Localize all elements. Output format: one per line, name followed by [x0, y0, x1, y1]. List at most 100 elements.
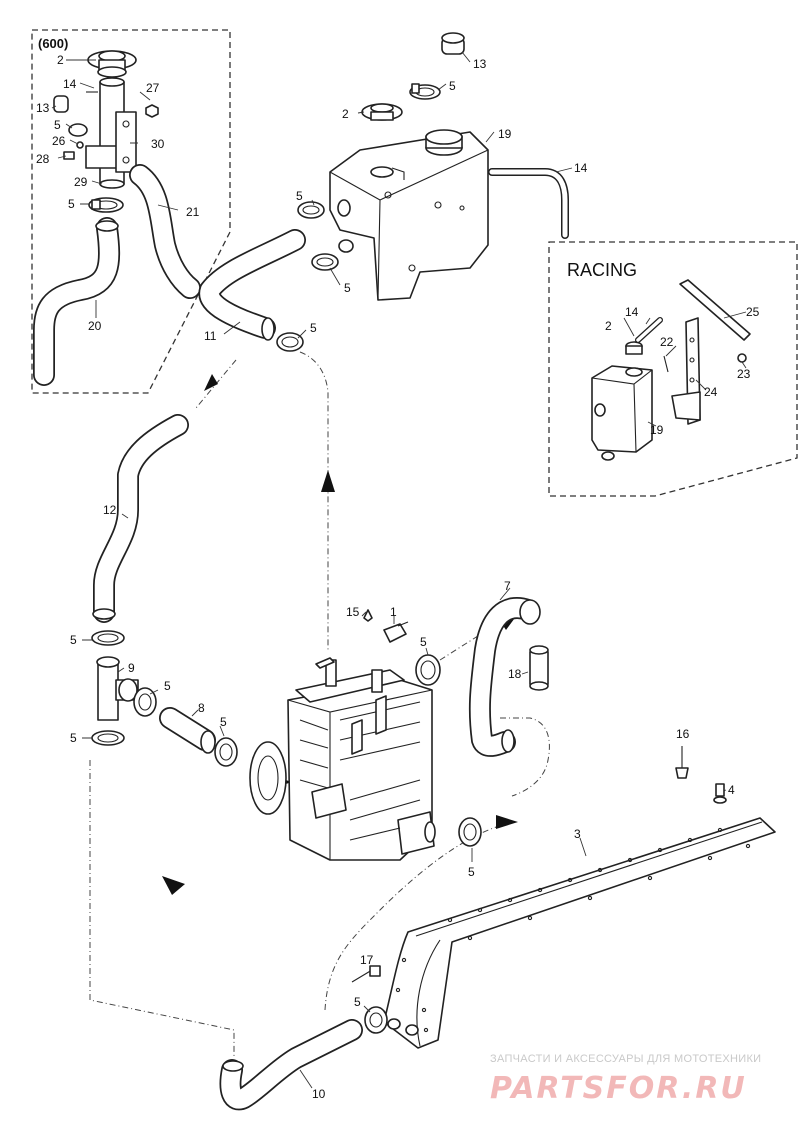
filler-neck-part-30	[85, 77, 137, 189]
small-parts-inset	[53, 91, 159, 160]
callout-17: 17	[360, 953, 374, 967]
overflow-tube-part-14	[488, 168, 569, 239]
callout-2: 2	[605, 319, 612, 333]
washer-part-15	[363, 609, 373, 622]
callout-22: 22	[660, 335, 674, 349]
fitting-part-4	[713, 783, 727, 804]
callout-8: 8	[198, 701, 205, 715]
callout-10: 10	[312, 1087, 326, 1101]
bracket-parts-24-25	[663, 279, 751, 425]
callout-14: 14	[625, 305, 639, 319]
callout-15: 15	[346, 605, 360, 619]
callout-13: 13	[36, 101, 50, 115]
inset-600: (600)	[31, 29, 231, 394]
callout-26: 26	[52, 134, 66, 148]
inset-racing: RACING 2 14 22 25 23 24	[548, 241, 798, 497]
callout-29: 29	[74, 175, 88, 189]
callout-14: 14	[63, 77, 77, 91]
inset-600-border	[31, 29, 231, 394]
callout-5: 5	[54, 118, 61, 132]
callout-5: 5	[310, 321, 317, 335]
callout-7: 7	[504, 579, 511, 593]
callout-27: 27	[146, 81, 160, 95]
callout-5: 5	[68, 197, 75, 211]
sleeve-part-18	[529, 645, 549, 691]
callout-16: 16	[676, 727, 690, 741]
clamp-part-5-tee-bottom	[91, 730, 125, 746]
cap-part-2-inset	[87, 50, 137, 78]
callout-11: 11	[204, 329, 217, 343]
callout-14: 14	[574, 161, 588, 175]
callout-2: 2	[57, 53, 64, 67]
heat-exchanger-part-3	[383, 817, 776, 1049]
callout-5: 5	[70, 633, 77, 647]
watermark-tagline: ЗАПЧАСТИ И АКСЕССУАРЫ ДЛЯ МОТОТЕХНИКИ	[490, 1053, 761, 1065]
callout-5: 5	[164, 679, 171, 693]
callout-28: 28	[36, 152, 50, 166]
flow-arrow	[496, 815, 518, 829]
rivet-row	[395, 827, 751, 1033]
hose-part-20	[33, 217, 121, 386]
clamp-part-5-top	[409, 83, 441, 100]
clamp-part-5-sensor	[415, 654, 441, 686]
callout-5: 5	[449, 79, 456, 93]
clamp-part-5-bottom	[364, 1006, 388, 1034]
callout-9: 9	[128, 661, 135, 675]
clamp-part-5-right	[458, 817, 482, 847]
callout-3: 3	[574, 827, 581, 841]
hose-part-10	[219, 1019, 363, 1111]
callout-20: 20	[88, 319, 102, 333]
callout-23: 23	[737, 367, 751, 381]
callout-18: 18	[508, 667, 522, 681]
callout-5: 5	[420, 635, 427, 649]
callout-5: 5	[296, 189, 303, 203]
callout-19: 19	[498, 127, 512, 141]
hose-part-12	[92, 414, 189, 623]
clamp-part-5-reservoir-lower	[311, 253, 339, 271]
coolant-reservoir-part-19	[329, 129, 489, 301]
cap-part-2-racing	[625, 341, 643, 355]
clamp-part-5-engine	[214, 737, 238, 767]
clamp-part-5-inset	[88, 197, 124, 213]
rivet-part-16	[675, 746, 689, 779]
callout-5: 5	[354, 995, 361, 1009]
callout-5: 5	[220, 715, 227, 729]
inset-racing-border	[548, 241, 798, 497]
clamp-part-5-hose11	[276, 332, 304, 352]
reservoir-part-19-racing	[591, 365, 653, 461]
hose-part-11	[198, 229, 306, 341]
tee-fitting-part-9	[96, 656, 139, 721]
cap-part-13	[441, 32, 465, 55]
callout-21: 21	[186, 205, 200, 219]
callout-30: 30	[151, 137, 165, 151]
cap-part-2	[361, 103, 403, 121]
watermark-brand: PARTSFOR.RU	[490, 1071, 747, 1106]
clamp-part-5-reservoir	[297, 201, 325, 219]
callout-12: 12	[103, 503, 117, 517]
callout-24: 24	[704, 385, 718, 399]
callout-5: 5	[70, 731, 77, 745]
flow-arrow	[321, 470, 335, 492]
callout-5: 5	[468, 865, 475, 879]
inset-600-label: (600)	[38, 36, 68, 51]
callout-2: 2	[342, 107, 349, 121]
hose-part-7	[468, 597, 541, 757]
engine-block	[249, 657, 436, 861]
callout-19: 19	[650, 423, 664, 437]
hose-part-8	[159, 707, 216, 754]
hose-part-21	[129, 164, 201, 299]
clamp-part-5-tee-top	[91, 630, 125, 646]
callout-25: 25	[746, 305, 760, 319]
clamp-part-5-hose8	[133, 687, 157, 717]
callout-5: 5	[344, 281, 351, 295]
rivet-part-17	[351, 965, 381, 983]
callout-13: 13	[473, 57, 487, 71]
callout-1: 1	[390, 605, 397, 619]
inset-racing-label: RACING	[567, 260, 637, 280]
flow-arrow	[204, 374, 218, 391]
flow-arrow	[162, 876, 185, 895]
callout-4: 4	[728, 783, 735, 797]
temperature-sensor-part-1	[383, 621, 409, 643]
